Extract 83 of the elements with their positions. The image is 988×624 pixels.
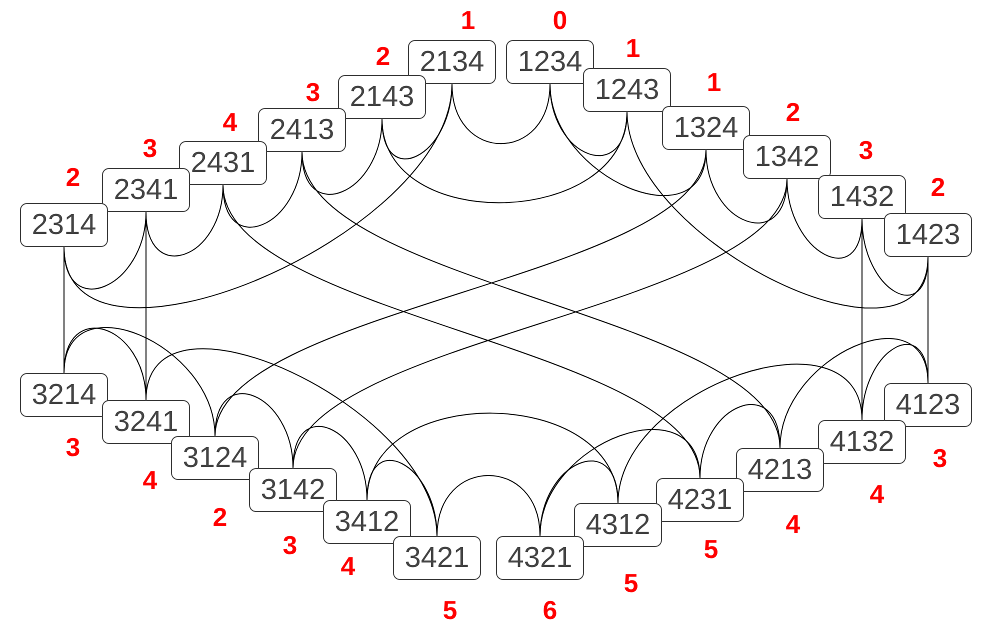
permutation-box bbox=[258, 108, 346, 152]
connector-line bbox=[302, 118, 382, 195]
inversion-count: 3 bbox=[142, 135, 158, 161]
permutation-box bbox=[506, 40, 594, 84]
connector-line bbox=[550, 84, 628, 156]
permutation-label: 3142 bbox=[260, 476, 326, 504]
permutation-box bbox=[20, 203, 108, 247]
permutation-box bbox=[574, 503, 662, 547]
permutation-label: 2143 bbox=[350, 82, 414, 112]
connector-line bbox=[146, 184, 224, 256]
inversion-count: 2 bbox=[376, 43, 390, 69]
connector-line bbox=[64, 212, 146, 290]
inversion-count: 4 bbox=[142, 467, 158, 493]
permutation-label: 2134 bbox=[420, 48, 484, 76]
inversion-count: 3 bbox=[66, 434, 80, 460]
connector-line bbox=[382, 84, 452, 160]
inversion-count: 4 bbox=[222, 109, 238, 135]
permutation-box bbox=[743, 135, 831, 179]
permutation-label: 4312 bbox=[586, 510, 650, 540]
permutation-label: 4123 bbox=[896, 390, 960, 420]
inversion-count: 3 bbox=[858, 137, 874, 163]
permutation-box bbox=[408, 40, 496, 84]
inversion-count: 1 bbox=[460, 7, 476, 33]
permutation-box bbox=[102, 168, 190, 212]
connector-line bbox=[222, 152, 302, 228]
permutation-label: 1234 bbox=[518, 48, 582, 76]
permutation-box bbox=[818, 420, 906, 464]
inversion-count: 3 bbox=[282, 532, 298, 558]
permutation-box bbox=[249, 468, 337, 512]
connector-line bbox=[786, 178, 862, 258]
permutation-box bbox=[884, 383, 972, 427]
inversion-count: 2 bbox=[212, 504, 228, 530]
inversion-count: 5 bbox=[704, 536, 718, 562]
permutation-label: 4213 bbox=[748, 456, 812, 484]
permutation-box bbox=[818, 175, 906, 219]
connector-line bbox=[626, 112, 928, 308]
permutation-box bbox=[338, 75, 426, 119]
connector-line bbox=[436, 474, 540, 536]
inversion-count: 3 bbox=[932, 445, 948, 471]
inversion-count: 3 bbox=[306, 79, 320, 105]
inversion-count: 2 bbox=[930, 174, 946, 200]
inversion-count: 5 bbox=[624, 570, 638, 596]
inversion-count: 0 bbox=[552, 7, 568, 33]
permutation-label: 2413 bbox=[270, 116, 334, 144]
inversion-count: 6 bbox=[542, 597, 558, 623]
permutation-label: 4132 bbox=[830, 428, 894, 456]
permutation-label: 1423 bbox=[896, 220, 960, 250]
permutation-label: 3421 bbox=[404, 544, 470, 572]
inversion-count: 4 bbox=[870, 481, 884, 507]
permutation-label: 3241 bbox=[114, 408, 178, 436]
connector-line bbox=[862, 218, 928, 296]
permutation-label: 1324 bbox=[674, 114, 738, 142]
permutation-label: 3214 bbox=[32, 380, 96, 410]
permutation-label: 2314 bbox=[32, 210, 96, 240]
permutation-label: 2341 bbox=[114, 176, 178, 204]
permutation-label: 4321 bbox=[508, 544, 572, 572]
permutation-label: 2431 bbox=[190, 148, 256, 178]
connector-line bbox=[706, 150, 788, 224]
permutation-box bbox=[20, 373, 108, 417]
permutation-box bbox=[662, 106, 750, 150]
permutation-label: 3412 bbox=[334, 508, 400, 536]
permutation-box bbox=[884, 213, 972, 257]
permutation-label: 1243 bbox=[594, 76, 660, 104]
permutation-label: 1342 bbox=[754, 142, 820, 172]
inversion-count: 5 bbox=[442, 597, 458, 623]
permutation-box bbox=[656, 478, 744, 522]
inversion-count: 4 bbox=[340, 553, 356, 579]
permutation-label: 3124 bbox=[182, 444, 248, 472]
permutation-label: 4231 bbox=[668, 486, 732, 514]
permutation-box bbox=[102, 400, 190, 444]
permutation-box bbox=[171, 436, 259, 480]
permutation-box bbox=[393, 536, 481, 580]
inversion-count: 2 bbox=[66, 164, 80, 190]
inversion-count: 2 bbox=[786, 99, 800, 125]
inversion-count: 1 bbox=[706, 69, 722, 95]
permutation-label: 1432 bbox=[830, 182, 894, 212]
inversion-count: 1 bbox=[626, 35, 640, 61]
inversion-count: 4 bbox=[786, 511, 800, 537]
permutation-box bbox=[736, 448, 824, 492]
permutation-box bbox=[496, 536, 584, 580]
permutation-box bbox=[179, 141, 267, 185]
permutation-box bbox=[323, 500, 411, 544]
permutation-box bbox=[583, 68, 671, 112]
